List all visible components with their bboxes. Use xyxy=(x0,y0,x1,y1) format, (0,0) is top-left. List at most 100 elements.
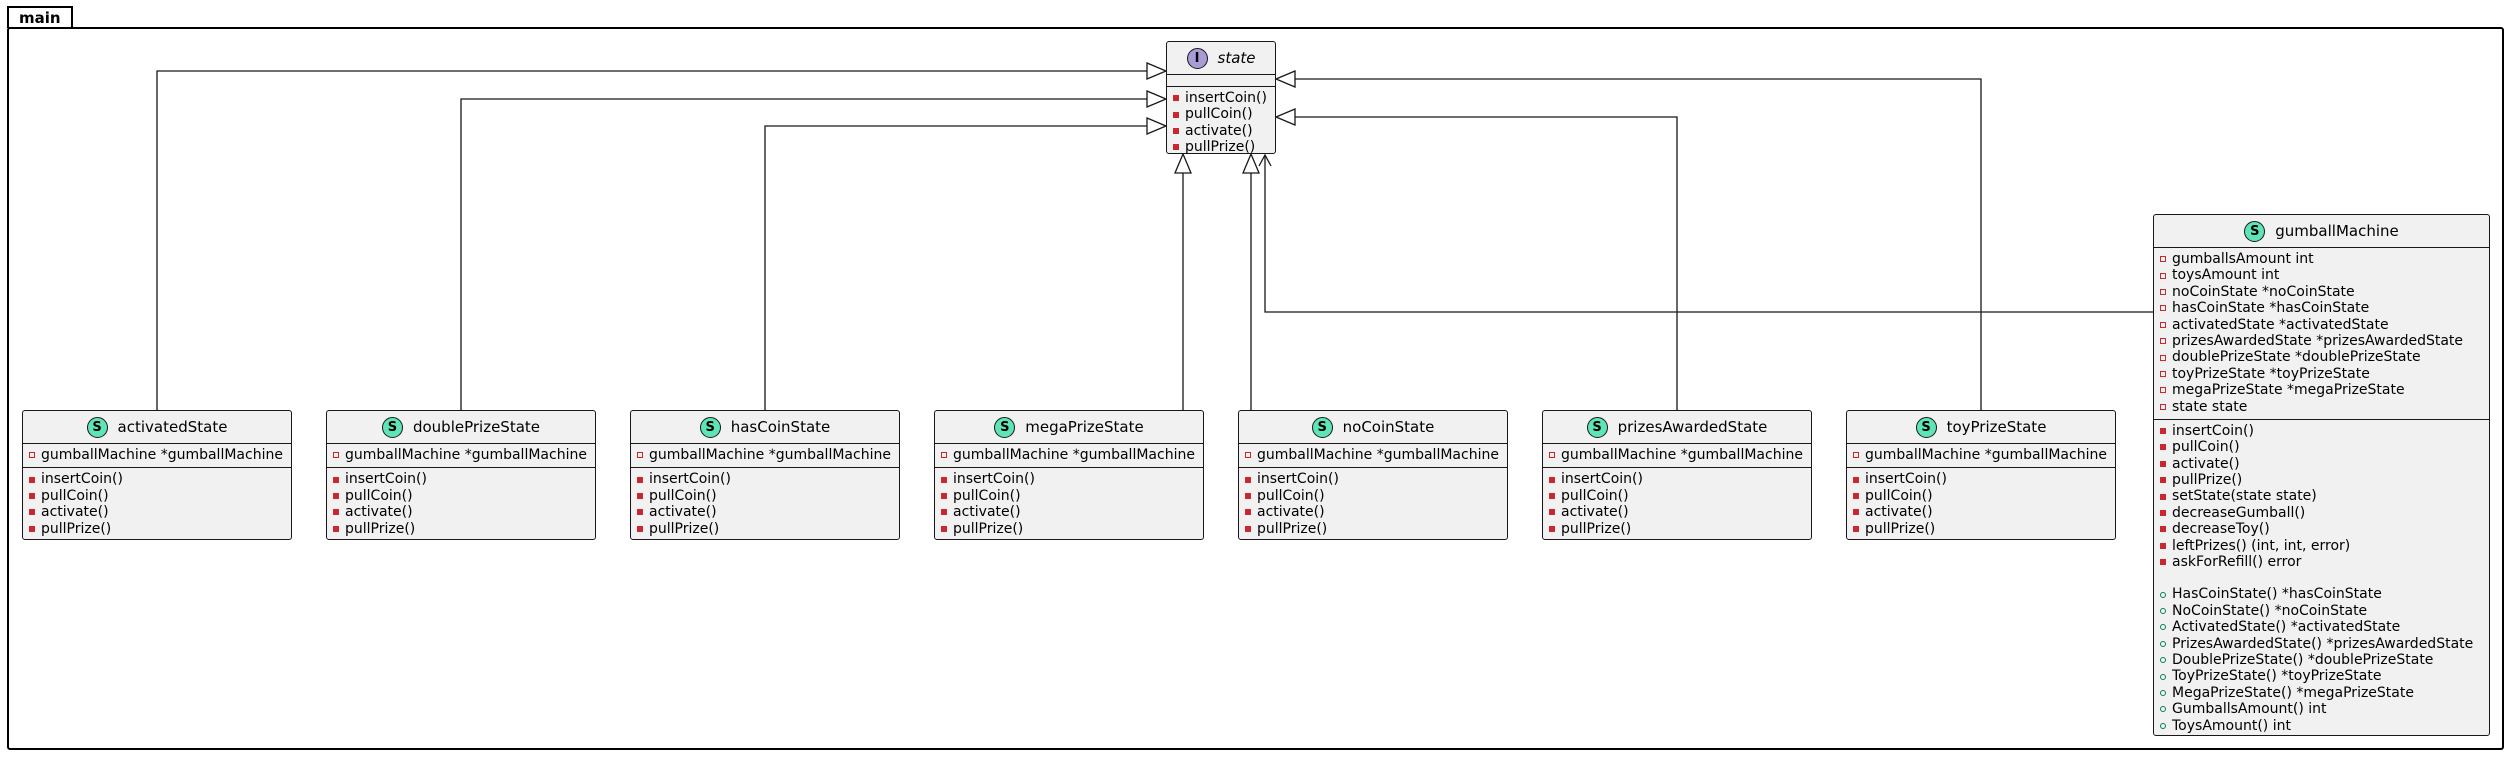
private-field-icon xyxy=(333,452,339,459)
private-field-icon xyxy=(2160,370,2166,377)
method-name: ToyPrizeState() *toyPrizeState xyxy=(2172,668,2382,685)
method-row: insertCoin() xyxy=(1847,471,2115,487)
method-row: activate() xyxy=(23,504,291,520)
public-visibility-icon xyxy=(2160,689,2166,696)
field-text: gumballMachine *gumballMachine xyxy=(345,447,587,463)
struct-badge-icon: S xyxy=(994,416,1016,438)
private-field-icon xyxy=(1549,452,1555,459)
method-row: pullCoin() xyxy=(1239,488,1507,504)
method-row: pullPrize() xyxy=(2154,472,2489,488)
method-row: ToysAmount() int xyxy=(2154,718,2489,734)
interface-state[interactable]: I state insertCoin() pullCoin() activate… xyxy=(1166,41,1276,155)
realization-edge-hasCoinState xyxy=(764,125,1147,410)
field-text: gumballMachine *gumballMachine xyxy=(1561,447,1803,463)
private-field-icon xyxy=(2160,288,2166,295)
class-header: S gumballMachine xyxy=(2154,215,2489,247)
method-row: askForRefill() error xyxy=(2154,554,2489,570)
package-tab: main xyxy=(7,6,73,28)
field-row: hasCoinState *hasCoinState xyxy=(2154,300,2489,316)
method-name: DoublePrizeState() *doublePrizeState xyxy=(2172,651,2434,668)
private-visibility-icon xyxy=(2160,542,2166,549)
method-row: pullCoin() xyxy=(2154,439,2489,455)
private-visibility-icon xyxy=(1173,127,1179,134)
field-row: gumballMachine *gumballMachine xyxy=(1543,447,1811,463)
method-row: activate() xyxy=(631,504,899,520)
private-visibility-icon xyxy=(2160,510,2166,517)
interface-badge-icon: I xyxy=(1186,47,1208,69)
private-visibility-icon xyxy=(637,509,643,516)
method-row: pullPrize() xyxy=(327,521,595,537)
method-row: activate() xyxy=(935,504,1203,520)
method-row: insertCoin() xyxy=(1239,471,1507,487)
class-name: gumballMachine xyxy=(2275,222,2399,240)
field-row: noCoinState *noCoinState xyxy=(2154,284,2489,300)
method-row: HasCoinState() *hasCoinState xyxy=(2154,586,2489,602)
fields-section: gumballMachine *gumballMachine xyxy=(1543,443,1811,467)
method-row: pullPrize() xyxy=(1239,521,1507,537)
field-row: megaPrizeState *megaPrizeState xyxy=(2154,382,2489,398)
private-visibility-icon xyxy=(1549,476,1555,483)
package-main xyxy=(7,27,2504,750)
private-visibility-icon xyxy=(2160,444,2166,451)
method-name: pullCoin() xyxy=(953,487,1021,504)
field-text: gumballsAmount int xyxy=(2172,251,2314,267)
method-row: insertCoin() xyxy=(23,471,291,487)
private-visibility-icon xyxy=(29,525,35,532)
methods-section: insertCoin()pullCoin()activate()pullPriz… xyxy=(23,467,291,541)
public-visibility-icon xyxy=(2160,624,2166,631)
method-name: GumballsAmount() int xyxy=(2172,701,2327,718)
method-name: activate() xyxy=(2172,455,2240,472)
field-text: gumballMachine *gumballMachine xyxy=(41,447,283,463)
method-name: pullPrize() xyxy=(2172,472,2243,489)
private-visibility-icon xyxy=(29,476,35,483)
private-visibility-icon xyxy=(1853,492,1859,499)
private-visibility-icon xyxy=(29,509,35,516)
struct-badge-icon: S xyxy=(1586,416,1608,438)
private-field-icon xyxy=(2160,256,2166,263)
private-visibility-icon xyxy=(1549,492,1555,499)
field-text: prizesAwardedState *prizesAwardedState xyxy=(2172,332,2464,349)
method-name: decreaseGumball() xyxy=(2172,504,2306,521)
realization-arrowhead-icon xyxy=(1242,152,1260,174)
realization-arrowhead-icon xyxy=(1146,62,1168,80)
public-visibility-icon xyxy=(2160,591,2166,598)
private-visibility-icon xyxy=(1173,111,1179,118)
method-name: insertCoin() xyxy=(41,471,123,488)
public-visibility-icon xyxy=(2160,722,2166,729)
method-name: activate() xyxy=(953,504,1021,521)
method-row: pullCoin() xyxy=(327,488,595,504)
field-text: toysAmount int xyxy=(2172,267,2280,284)
private-visibility-icon xyxy=(2160,526,2166,533)
method-name: pullPrize() xyxy=(953,520,1024,537)
method-name: activate() xyxy=(1257,504,1325,521)
field-text: toyPrizeState *toyPrizeState xyxy=(2172,365,2370,382)
private-visibility-icon xyxy=(637,476,643,483)
class-name: megaPrizeState xyxy=(1025,418,1144,436)
private-visibility-icon xyxy=(333,509,339,516)
field-row: activatedState *activatedState xyxy=(2154,317,2489,333)
realization-arrowhead-icon xyxy=(1274,70,1296,88)
class-name: doublePrizeState xyxy=(412,418,541,436)
realization-arrowhead-icon xyxy=(1146,90,1168,108)
method-row: pullCoin() xyxy=(1543,488,1811,504)
public-visibility-icon xyxy=(2160,673,2166,680)
methods-section: insertCoin()pullCoin()activate()pullPriz… xyxy=(327,467,595,541)
method-row: GumballsAmount() int xyxy=(2154,701,2489,717)
struct-badge-icon: S xyxy=(86,416,108,438)
private-visibility-icon xyxy=(2160,477,2166,484)
method-row: pullPrize() xyxy=(23,521,291,537)
field-text: noCoinState *noCoinState xyxy=(2172,283,2355,300)
method-row: activate() xyxy=(327,504,595,520)
field-text: state state xyxy=(2172,398,2248,415)
